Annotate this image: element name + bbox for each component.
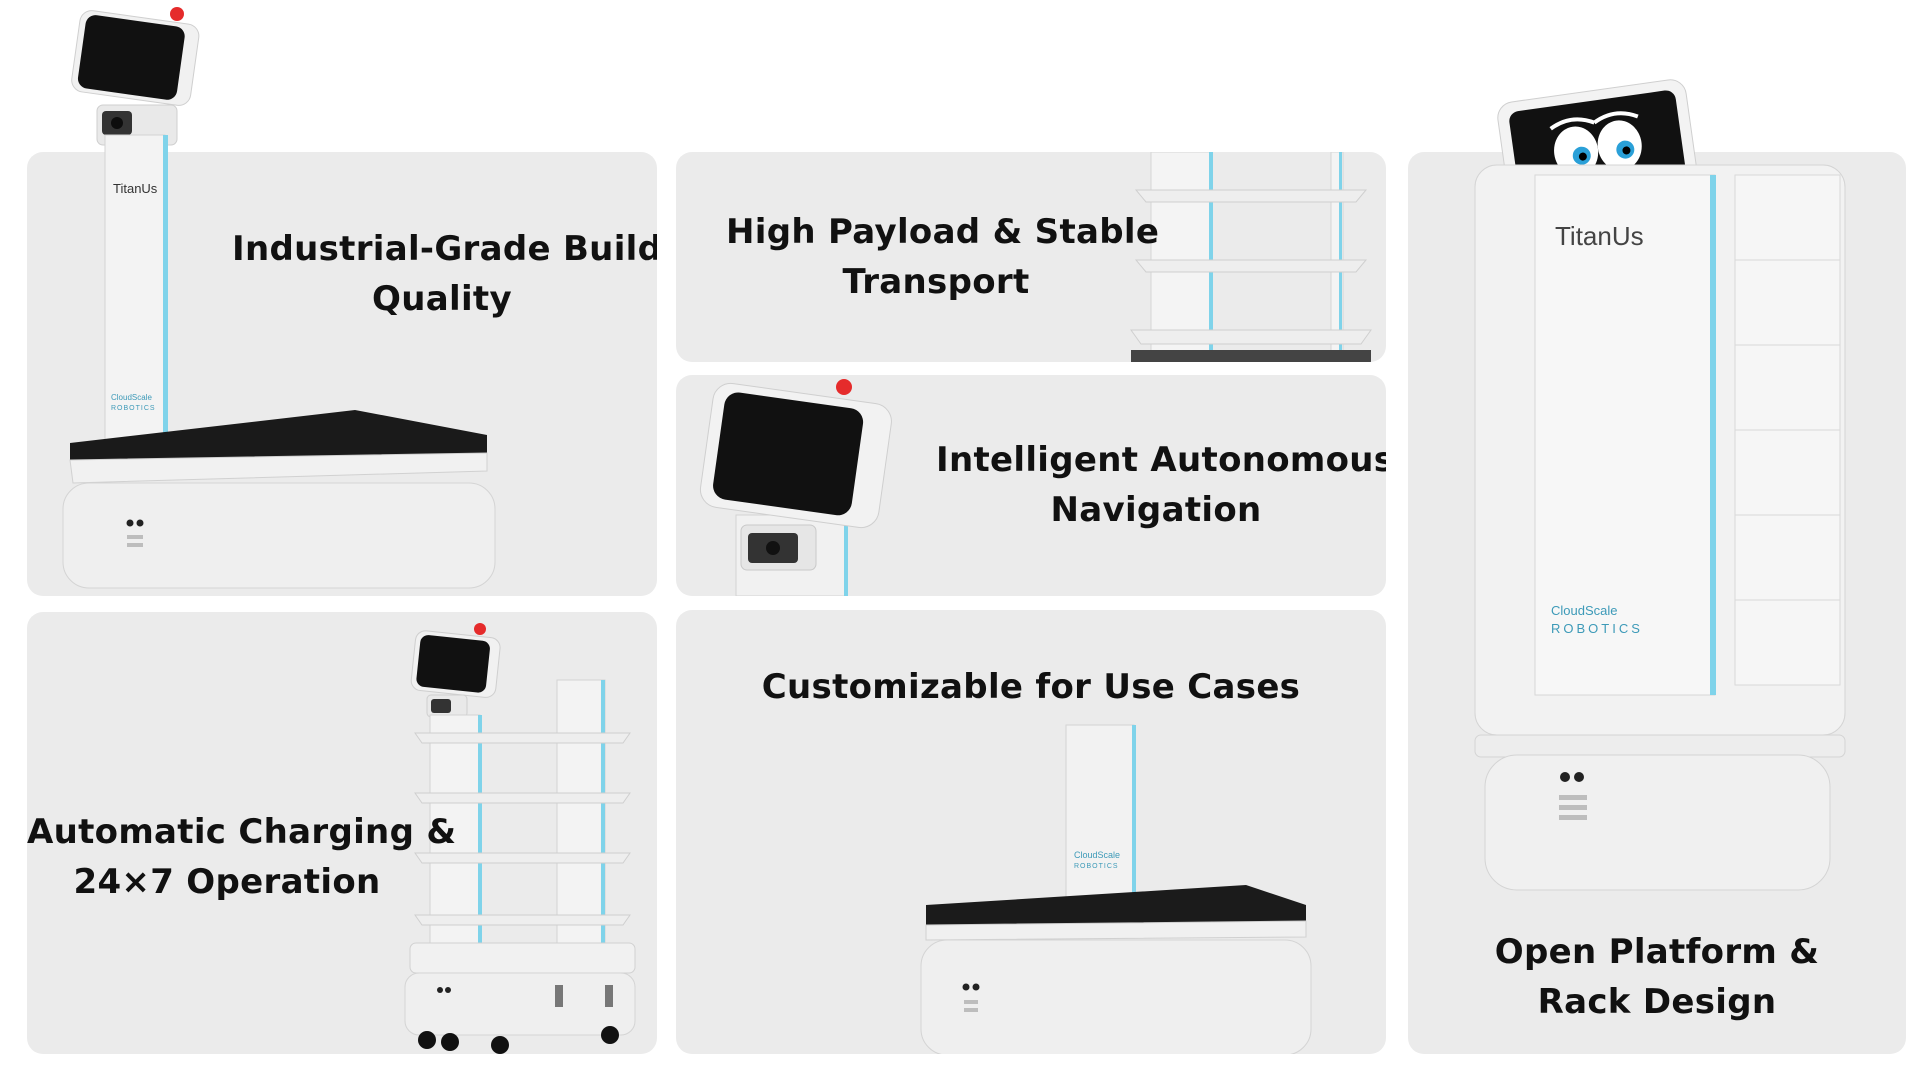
brand-company-label: CloudScale	[1551, 603, 1618, 618]
feature-title-high-payload: High Payload & Stable Transport	[726, 212, 1160, 302]
robot-screen-camera-image	[699, 379, 892, 596]
brand-company-sub-label: ROBOTICS	[111, 405, 156, 412]
robot-shelf-cart-image: TitanUs	[404, 623, 636, 1054]
brand-company-label: CloudScale	[111, 393, 152, 402]
brand-company-label: CloudScale	[1074, 850, 1120, 860]
brand-product-label: TitanUs	[113, 181, 158, 196]
robot-industrial-platform-image: TitanUs CloudScale ROBOTICS	[62, 7, 496, 589]
brand-product-label: TitanUs	[1555, 221, 1644, 251]
feature-card-high-payload: High Payload & Stable Transport	[676, 152, 1386, 362]
feature-title-open-platform: Open Platform & Rack Design	[1494, 932, 1820, 1022]
feature-title-customizable: Customizable for Use Cases	[761, 667, 1301, 707]
feature-card-autonomous-navigation: Intelligent Autonomous Navigation	[676, 375, 1386, 596]
robot-rack-shelves-image	[1130, 152, 1372, 362]
brand-company-sub-label: ROBOTICS	[1551, 621, 1643, 636]
robot-cabinet-image: TitanUs CloudScale ROBOTICS	[1474, 79, 1846, 891]
feature-title-automatic-charging: Automatic Charging & 24×7 Operation	[27, 812, 457, 902]
feature-title-industrial-build: Industrial-Grade Build Quality	[232, 229, 657, 319]
feature-card-customizable: Customizable for Use Cases CloudScale RO…	[676, 610, 1386, 1054]
brand-company-sub-label: ROBOTICS	[1074, 863, 1119, 870]
robot-flat-platform-image: CloudScale ROBOTICS	[920, 724, 1312, 1054]
feature-title-autonomous-navigation: Intelligent Autonomous Navigation	[936, 440, 1386, 530]
